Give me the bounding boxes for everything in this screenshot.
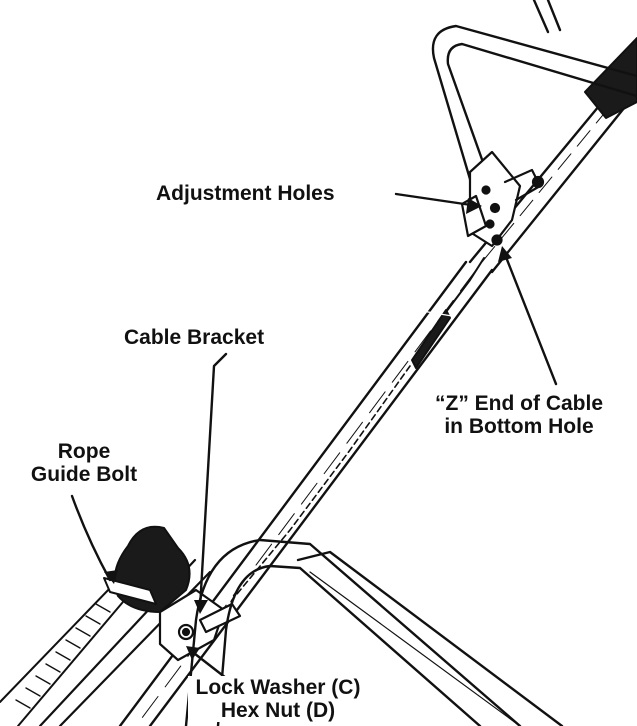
leader-lock-washer xyxy=(188,648,228,680)
control-bail xyxy=(431,0,637,212)
hex-nut-text: Hex Nut (D) xyxy=(220,699,336,722)
control-cable xyxy=(209,365,411,641)
rope-guide-line2: Guide Bolt xyxy=(30,463,138,486)
z-end-line1: “Z” End of Cable xyxy=(435,392,603,415)
rope-guide-bolt xyxy=(103,577,157,605)
arrowhead-adjustment xyxy=(466,198,482,214)
arrowhead-cable-bracket xyxy=(194,600,208,614)
leader-rope-guide xyxy=(70,494,112,582)
cable-spring xyxy=(411,257,485,369)
rope-tube xyxy=(0,585,129,726)
label-adjustment-holes: Adjustment Holes xyxy=(156,182,335,205)
leader-cable-bracket xyxy=(198,352,228,610)
adjustment-bracket xyxy=(460,150,545,248)
cable-bracket-text: Cable Bracket xyxy=(124,326,265,349)
arrowhead-lock-washer xyxy=(186,646,200,660)
lock-washer-text: Lock Washer (C) xyxy=(195,676,361,699)
handle-grip xyxy=(584,37,637,119)
leader-z-end xyxy=(502,250,558,386)
leader-lines xyxy=(70,192,558,680)
adjustment-holes-text: Adjustment Holes xyxy=(156,182,335,205)
label-z-end-of-cable: “Z” End of Cable in Bottom Hole xyxy=(406,392,632,438)
leader-adjustment-holes xyxy=(394,192,480,208)
label-cable-bracket: Cable Bracket xyxy=(124,326,264,349)
label-lock-washer-hex-nut: Lock Washer (C) Hex Nut (D) xyxy=(188,676,368,722)
label-rope-guide-bolt: Rope Guide Bolt xyxy=(14,440,154,486)
z-end-line2: in Bottom Hole xyxy=(444,415,594,438)
deck-handle xyxy=(184,538,564,726)
arrowhead-rope-guide xyxy=(104,570,118,584)
rope-guide-line1: Rope xyxy=(57,440,111,463)
arrowhead-z-end xyxy=(498,246,512,262)
